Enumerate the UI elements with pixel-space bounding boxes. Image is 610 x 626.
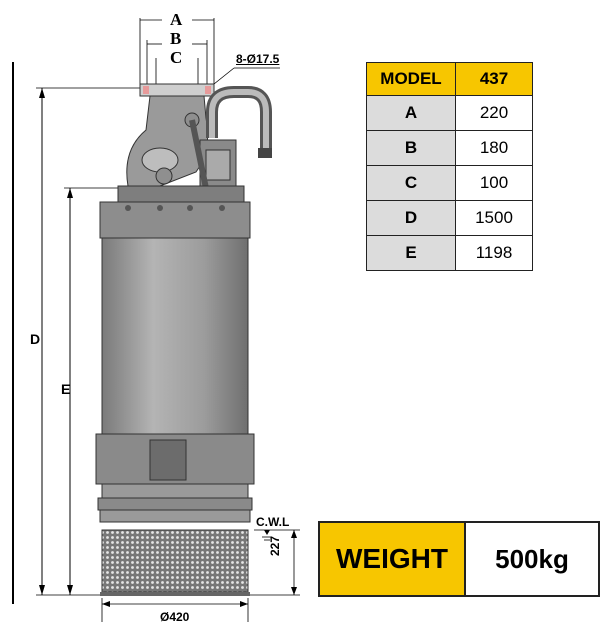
row-value-cell: 1500 [455, 200, 533, 236]
dimension-d-label: D [30, 331, 41, 347]
motor-top-cover [117, 185, 245, 203]
diameter-dimension-line [101, 598, 249, 622]
row-value-cell: 220 [455, 95, 533, 131]
height-227-label: 227 [268, 535, 282, 556]
dimension-a-label: A [170, 10, 183, 29]
row-key-cell: A [366, 95, 456, 131]
row-value-cell: 180 [455, 130, 533, 166]
row-key-cell: B [366, 130, 456, 166]
dimension-c-label: C [170, 48, 183, 67]
dimension-b-label: B [170, 29, 182, 48]
dimension-e-line [64, 187, 118, 595]
dimension-d-line [36, 87, 140, 596]
cwl-marker [254, 529, 300, 541]
model-value-cell: 437 [455, 62, 533, 96]
row-key-cell: D [366, 200, 456, 236]
spec-table-header: MODEL 437 [366, 62, 533, 96]
flange-bolt-label: 8-Ø17.5 [236, 52, 280, 66]
cwl-label: C.W.L [256, 515, 290, 529]
diameter-label: Ø420 [160, 610, 190, 624]
table-row: A 220 [366, 95, 533, 131]
strainer-mesh [101, 529, 249, 593]
row-value-cell: 100 [455, 165, 533, 201]
row-value-cell: 1198 [455, 235, 533, 271]
table-row: C 100 [366, 165, 533, 201]
table-row: E 1198 [366, 235, 533, 271]
motor-body [101, 237, 249, 435]
model-header-cell: MODEL [366, 62, 456, 96]
row-key-cell: E [366, 235, 456, 271]
row-key-cell: C [366, 165, 456, 201]
table-row: D 1500 [366, 200, 533, 236]
weight-box: WEIGHT 500kg [318, 521, 600, 597]
discharge-flange [139, 83, 215, 97]
flange-dimension-lines [139, 18, 215, 88]
dimension-e-label: E [61, 381, 71, 397]
weight-label: WEIGHT [320, 523, 466, 595]
weight-value: 500kg [495, 543, 569, 574]
dimension-227-line [250, 530, 300, 596]
spec-table: MODEL 437 A 220 B 180 C 100 D 1500 E 119… [366, 62, 533, 271]
table-row: B 180 [366, 130, 533, 166]
